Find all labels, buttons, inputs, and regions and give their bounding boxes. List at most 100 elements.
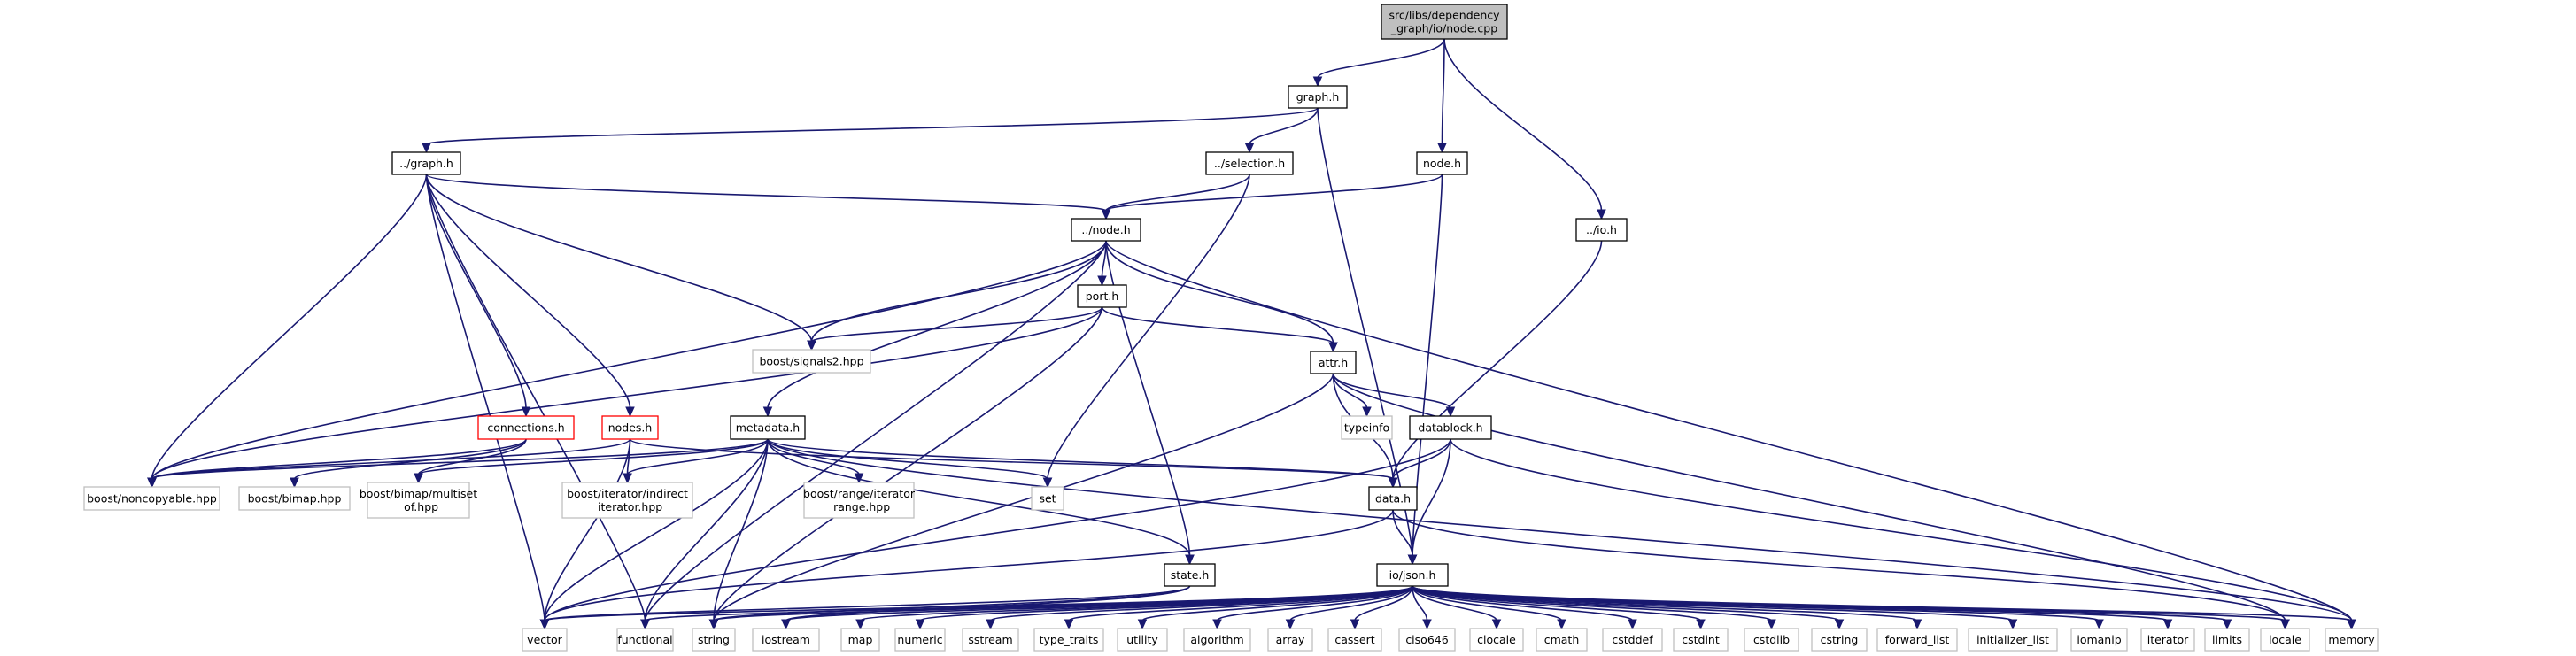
node-box — [1288, 85, 1348, 109]
node-label-line: cstring — [1821, 633, 1859, 646]
node-range: boost/range/iterator_range.hpp — [803, 482, 916, 519]
node-label: graph.h — [1296, 90, 1340, 104]
edge-pgraph_h-to-pnode_h — [425, 174, 1107, 212]
node-label: cstddef — [1612, 633, 1653, 646]
node-box — [2325, 628, 2379, 652]
edge-state_h-to-vector — [544, 585, 1191, 621]
edge-pnode_h-to-functional — [644, 240, 1107, 621]
node-box — [1117, 628, 1168, 652]
node-label: set — [1039, 492, 1056, 506]
node-label-line: clocale — [1477, 633, 1516, 646]
node-label: boost/bimap/multiset_of.hpp — [360, 487, 477, 513]
edge-pnode_h-to-attr_h — [1105, 240, 1334, 344]
arrowhead-metadata_h-to-indirect — [623, 473, 632, 484]
node-datablock-h[interactable]: datablock.h — [1409, 415, 1492, 440]
arrowhead-json_h-to-sstream — [986, 619, 995, 630]
node-label-line: forward_list — [1885, 633, 1950, 646]
node-connections-h[interactable]: connections.h — [477, 415, 575, 440]
node-vector: vector — [522, 628, 568, 652]
node-root[interactable]: src/libs/dependency_graph/io/node.cpp — [1381, 4, 1508, 40]
arrowhead-json_h-to-map — [855, 619, 865, 630]
node-iterator: iterator — [2140, 628, 2195, 652]
node-box — [1164, 563, 1216, 587]
node-box — [1673, 628, 1729, 652]
node-label: utility — [1126, 633, 1158, 646]
node-set: set — [1031, 486, 1064, 511]
node-label-line: ciso646 — [1405, 633, 1448, 646]
node-label-line: initializer_list — [1976, 633, 2049, 646]
node-box — [83, 486, 220, 511]
edge-metadata_h-to-data_h — [767, 438, 1394, 480]
edge-metadata_h-to-noncopyable — [151, 438, 769, 480]
node-label-line: boost/range/iterator — [803, 487, 916, 500]
node-attr-h[interactable]: attr.h — [1310, 351, 1357, 374]
edge-pgraph_h-to-noncopyable — [151, 174, 428, 480]
edge-metadata_h-to-set — [767, 438, 1048, 480]
node-label: cmath — [1544, 633, 1580, 646]
node-label: node.h — [1423, 157, 1461, 170]
node-label-line: cstdlib — [1753, 633, 1790, 646]
arrowhead-attr_h-to-datablock_h — [1445, 406, 1456, 418]
edge-metadata_h-to-indirect — [626, 438, 769, 475]
edge-json_h-to-cstdint — [1412, 585, 1702, 621]
node-label: iomanip — [2077, 633, 2121, 646]
arrowhead-data_h-to-json_h — [1407, 554, 1418, 566]
node-label: cstdlib — [1753, 633, 1790, 646]
edge-json_h-to-sstream — [989, 585, 1413, 621]
node-label-line: string — [698, 633, 730, 646]
node-label-line: ../node.h — [1081, 223, 1130, 236]
node-label-line: algorithm — [1190, 633, 1243, 646]
node-cstring: cstring — [1811, 628, 1868, 652]
edge-datablock_h-to-json_h — [1412, 438, 1451, 557]
edge-pgraph_h-to-connections_h — [425, 174, 527, 409]
node-box — [1310, 351, 1357, 374]
node-label-line: cstdint — [1682, 633, 1720, 646]
node-label: boost/signals2.hpp — [759, 355, 863, 368]
node-label-line: _range.hpp — [827, 500, 890, 513]
node-label-line: _of.hpp — [398, 500, 438, 513]
arrowhead-json_h-to-cstdlib — [1767, 619, 1776, 630]
node-box — [238, 486, 351, 511]
arrowhead-attr_h-to-typeinfo — [1362, 406, 1372, 418]
node-port-h[interactable]: port.h — [1077, 284, 1127, 308]
node-label: ../node.h — [1081, 223, 1130, 236]
node-label-line: node.h — [1423, 157, 1461, 170]
edge-pnode_h-to-memory — [1105, 240, 2353, 621]
node-json-h[interactable]: io/json.h — [1376, 563, 1449, 587]
node-box — [1205, 151, 1294, 175]
arrowhead-json_h-to-cstddef — [1628, 619, 1637, 630]
node-nodes-h[interactable]: nodes.h — [601, 415, 659, 440]
arrowhead-root-to-io_h — [1597, 209, 1606, 220]
node-box — [367, 482, 470, 519]
arrowhead-json_h-to-numeric — [915, 619, 925, 630]
node-map: map — [840, 628, 880, 652]
node-cmath: cmath — [1536, 628, 1588, 652]
node-label: boost/range/iterator_range.hpp — [803, 487, 916, 513]
node-label: boost/bimap.hpp — [248, 492, 342, 506]
edge-json_h-to-type_traits — [1068, 585, 1413, 621]
node-label: type_traits — [1040, 633, 1099, 646]
node-label-line: data.h — [1375, 492, 1411, 506]
node-label: boost/noncopyable.hpp — [87, 492, 217, 506]
node-numeric: numeric — [894, 628, 946, 652]
arrowhead-json_h-to-type_traits — [1064, 619, 1074, 630]
node-forward-list: forward_list — [1876, 628, 1958, 652]
node-state-h[interactable]: state.h — [1164, 563, 1216, 587]
node-pnode-h[interactable]: ../node.h — [1071, 218, 1141, 242]
node-graph-h[interactable]: graph.h — [1288, 85, 1348, 109]
node-label-line: ../selection.h — [1214, 157, 1285, 170]
node-io-h[interactable]: ../io.h — [1575, 218, 1628, 242]
node-label-line: graph.h — [1296, 90, 1340, 104]
edge-root-to-io_h — [1443, 38, 1603, 212]
edge-pgraph_h-to-signals2 — [425, 174, 813, 343]
node-box — [1368, 486, 1418, 511]
node-data-h[interactable]: data.h — [1368, 486, 1418, 511]
node-metadata-h[interactable]: metadata.h — [730, 415, 806, 440]
node-node-h[interactable]: node.h — [1416, 151, 1468, 175]
arrowhead-graph_h-to-pgraph_h — [422, 143, 431, 154]
node-selection-h[interactable]: ../selection.h — [1205, 151, 1294, 175]
node-pgraph-h[interactable]: ../graph.h — [391, 151, 461, 175]
node-box — [616, 628, 674, 652]
node-box — [391, 151, 461, 175]
edge-metadata_h-to-multiset — [417, 438, 769, 475]
